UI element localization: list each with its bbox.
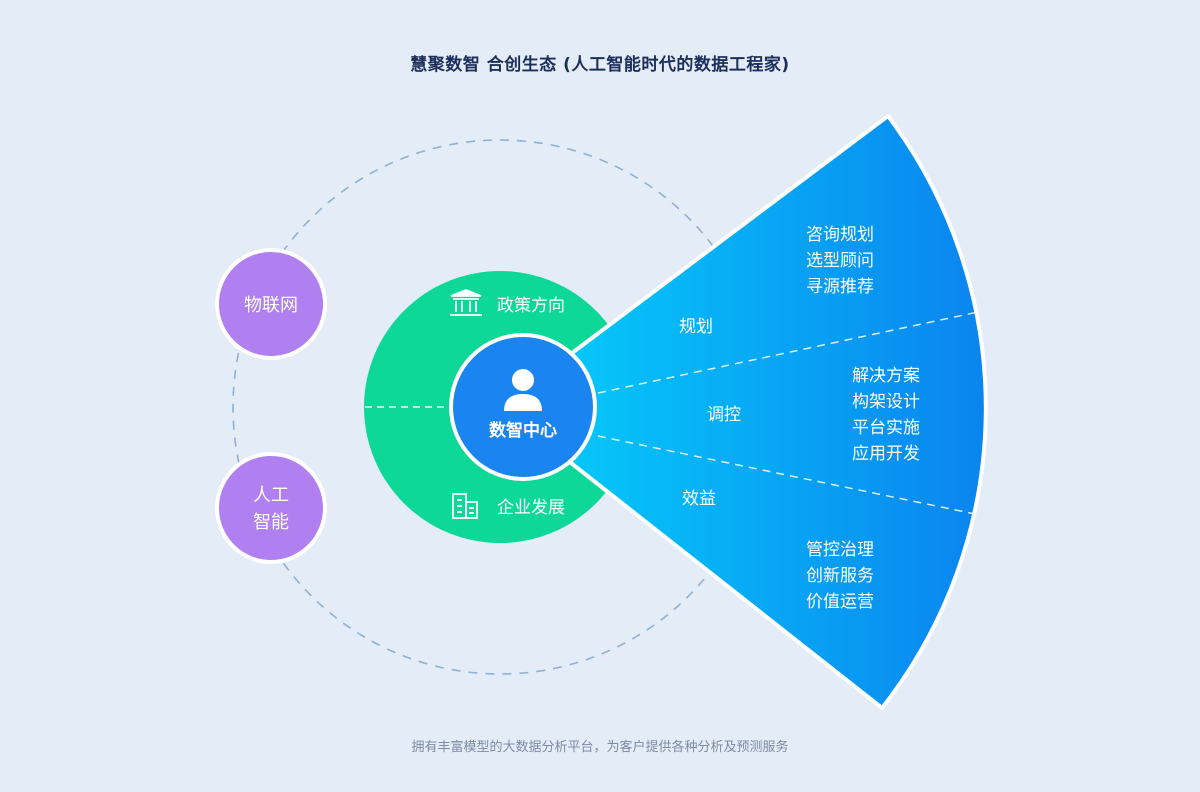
fan-item: 选型顾问 bbox=[806, 251, 874, 271]
satellite-ai: 人工 智能 bbox=[215, 452, 327, 564]
government-building-icon bbox=[450, 289, 482, 316]
center-label: 数智中心 bbox=[489, 420, 557, 441]
user-icon bbox=[504, 369, 542, 411]
policy-label: 政策方向 bbox=[497, 296, 565, 316]
fan-item: 管控治理 bbox=[806, 540, 874, 560]
fan-section-label-plan: 规划 bbox=[679, 317, 713, 337]
fan-section-label-benefit: 效益 bbox=[682, 489, 716, 509]
fan-item: 咨询规划 bbox=[806, 225, 874, 245]
fan-section-label-control: 调控 bbox=[707, 405, 741, 425]
fan-item: 寻源推荐 bbox=[806, 277, 874, 297]
fan-item: 应用开发 bbox=[852, 444, 920, 464]
fan-item: 创新服务 bbox=[806, 566, 874, 586]
office-building-icon bbox=[452, 493, 478, 519]
fan-item: 构架设计 bbox=[852, 392, 920, 412]
satellite-ai-label-line1: 人工 bbox=[253, 485, 289, 506]
enterprise-label: 企业发展 bbox=[497, 498, 565, 518]
footer-caption: 拥有丰富模型的大数据分析平台，为客户提供各种分析及预测服务 bbox=[411, 740, 789, 755]
diagram-title: 慧聚数智 合创生态 (人工智能时代的数据工程家) bbox=[410, 55, 790, 75]
fan-sector bbox=[498, 114, 988, 710]
satellite-iot: 物联网 bbox=[215, 248, 327, 360]
satellite-iot-label: 物联网 bbox=[244, 295, 298, 316]
fan-item: 解决方案 bbox=[852, 366, 920, 386]
fan-item: 价值运营 bbox=[806, 592, 874, 612]
satellite-ai-label-line2: 智能 bbox=[253, 512, 289, 533]
fan-item: 平台实施 bbox=[852, 418, 920, 438]
fan-divider-1 bbox=[597, 311, 979, 394]
